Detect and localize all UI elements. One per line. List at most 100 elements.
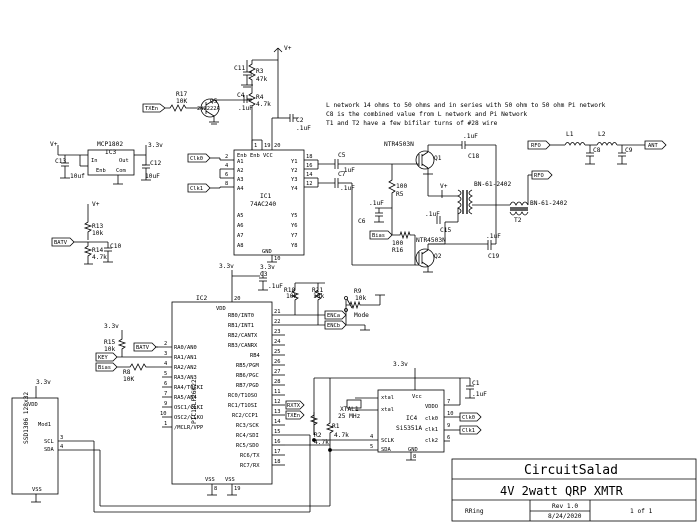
ic1-left-pins: A1 A2 A3 A4 A5 A6 A7 A8 2 4 6 8 bbox=[225, 154, 244, 249]
svg-text:6: 6 bbox=[164, 381, 167, 387]
svg-text:RB4: RB4 bbox=[250, 353, 260, 359]
v33-label-ic3: 3.3v bbox=[148, 142, 163, 149]
oled-body bbox=[11, 397, 59, 495]
ic1-pin-19: 19 bbox=[264, 143, 271, 149]
c7-value: .1uF bbox=[340, 185, 355, 192]
ic2-part: PIC18LF26K22 bbox=[191, 379, 198, 424]
svg-text:2: 2 bbox=[164, 341, 167, 347]
revision: Rev 1.0 bbox=[552, 503, 578, 510]
ic4-part: Si5351A bbox=[396, 425, 422, 432]
svg-text:1: 1 bbox=[164, 421, 167, 427]
xtal1-label: XTAL1 bbox=[340, 406, 359, 413]
svg-text:RB1/INT1: RB1/INT1 bbox=[228, 323, 254, 329]
svg-text:RC7/RX: RC7/RX bbox=[240, 463, 260, 469]
c13-value: 10uf bbox=[70, 173, 85, 180]
enca-port-label: ENCa bbox=[327, 313, 340, 319]
r13-label: R13 bbox=[92, 223, 103, 230]
c13-label: C13 bbox=[55, 158, 66, 165]
enca-port bbox=[324, 310, 347, 320]
ic1-part: 74AC240 bbox=[250, 201, 276, 208]
ic4-sclk: SCLK bbox=[381, 438, 395, 444]
svg-text:A1: A1 bbox=[237, 159, 244, 165]
svg-text:23: 23 bbox=[274, 329, 281, 335]
clk0-port-left bbox=[187, 153, 211, 163]
ic1-pin-10: 10 bbox=[274, 256, 281, 262]
v33-label-oled: 3.3v bbox=[36, 379, 51, 386]
ic1-gnd-label: GND bbox=[262, 249, 272, 255]
svg-text:RB6/PGC: RB6/PGC bbox=[236, 373, 259, 379]
author: RRing bbox=[465, 508, 484, 515]
svg-text:RB2/CANTX: RB2/CANTX bbox=[228, 333, 258, 339]
oled-vss: VSS bbox=[32, 487, 42, 493]
note-1: L network 14 ohms to 50 ohms and in seri… bbox=[326, 102, 606, 109]
l1-label: L1 bbox=[566, 131, 574, 138]
rfo-port-right-label: RFO bbox=[534, 173, 544, 179]
r9-value: 10k bbox=[355, 295, 366, 302]
c6-label: C6 bbox=[358, 218, 366, 225]
clk0-port-left-label: Clk0 bbox=[190, 156, 203, 162]
c4-label: C4 bbox=[237, 92, 245, 99]
rxtx-port-label: RXTX bbox=[287, 403, 301, 409]
q5-label: Q5 bbox=[210, 98, 218, 105]
ic2-name: IC2 bbox=[196, 295, 207, 302]
svg-text:14: 14 bbox=[306, 172, 313, 178]
v33-label-ic4: 3.3v bbox=[393, 361, 408, 368]
ic1-pin-1: 1 bbox=[254, 143, 257, 149]
svg-text:26: 26 bbox=[274, 359, 281, 365]
svg-text:A8: A8 bbox=[237, 243, 244, 249]
svg-text:16: 16 bbox=[306, 163, 313, 169]
ic4-vddo: VDDO bbox=[425, 404, 438, 410]
svg-text:22: 22 bbox=[274, 319, 281, 325]
svg-text:27: 27 bbox=[274, 369, 281, 375]
svg-text:RC4/SDI: RC4/SDI bbox=[236, 433, 259, 439]
svg-text:A7: A7 bbox=[237, 233, 244, 239]
c3-value: .1uF bbox=[268, 283, 283, 290]
txen-port-left: TXEn bbox=[145, 106, 158, 112]
t2-label: T2 bbox=[514, 217, 522, 224]
r17-value: 10K bbox=[176, 98, 187, 105]
svg-text:RC1/T1OSI: RC1/T1OSI bbox=[228, 403, 257, 409]
bias-port bbox=[369, 230, 393, 240]
ic3-name: IC3 bbox=[105, 149, 116, 156]
svg-text:Y7: Y7 bbox=[291, 233, 298, 239]
r14-label: R14 bbox=[92, 247, 103, 254]
svg-text:RA5/AN4: RA5/AN4 bbox=[174, 395, 197, 401]
ic3-com: Com bbox=[116, 168, 126, 174]
v33-label-c3: 3.3v bbox=[260, 264, 275, 271]
r9-label: R9 bbox=[354, 288, 362, 295]
c2-value: .1uF bbox=[296, 125, 311, 132]
ic4-pin-5: 5 bbox=[370, 444, 373, 450]
l2-label: L2 bbox=[598, 131, 606, 138]
clk0-port-ic4 bbox=[459, 412, 482, 422]
vplus-label-batv: V+ bbox=[92, 201, 100, 208]
svg-text:Y3: Y3 bbox=[291, 177, 298, 183]
oled-pin-3: 3 bbox=[60, 435, 63, 441]
ic2-body bbox=[171, 301, 273, 485]
key-port-label: KEY bbox=[98, 355, 108, 361]
r2-label: R2 bbox=[314, 432, 322, 439]
ic2-vss-pin-8: 8 bbox=[214, 486, 217, 492]
vplus-label-top: V+ bbox=[284, 45, 292, 52]
r3-value: 47k bbox=[256, 76, 267, 83]
c1-label: C1 bbox=[472, 380, 480, 387]
oled-sda: SDA bbox=[44, 447, 54, 453]
r10-value: 10k bbox=[286, 293, 297, 300]
schematic-title: 4V 2watt QRP XMTR bbox=[500, 484, 624, 498]
xtal1-value: 25 MHz bbox=[338, 413, 361, 420]
svg-text:Y8: Y8 bbox=[291, 243, 298, 249]
t2-core: BN-61-2402 bbox=[530, 200, 568, 207]
svg-text:28: 28 bbox=[274, 379, 281, 385]
ic2-vss-pin-19: 19 bbox=[234, 486, 241, 492]
c6-value: .1uF bbox=[369, 200, 384, 207]
svg-text:RA0/AN0: RA0/AN0 bbox=[174, 345, 197, 351]
c19-value: .1uF bbox=[486, 233, 501, 240]
svg-text:Y5: Y5 bbox=[291, 213, 298, 219]
svg-text:Y4: Y4 bbox=[291, 186, 298, 192]
ic2-vdd: VDD bbox=[216, 306, 226, 312]
c3-label: C3 bbox=[260, 271, 268, 278]
c2-label: C2 bbox=[296, 117, 304, 124]
ic4-pin-9: 9 bbox=[447, 423, 450, 429]
clk1-port-left-label: Clk1 bbox=[190, 186, 203, 192]
c18-label: C18 bbox=[468, 153, 479, 160]
